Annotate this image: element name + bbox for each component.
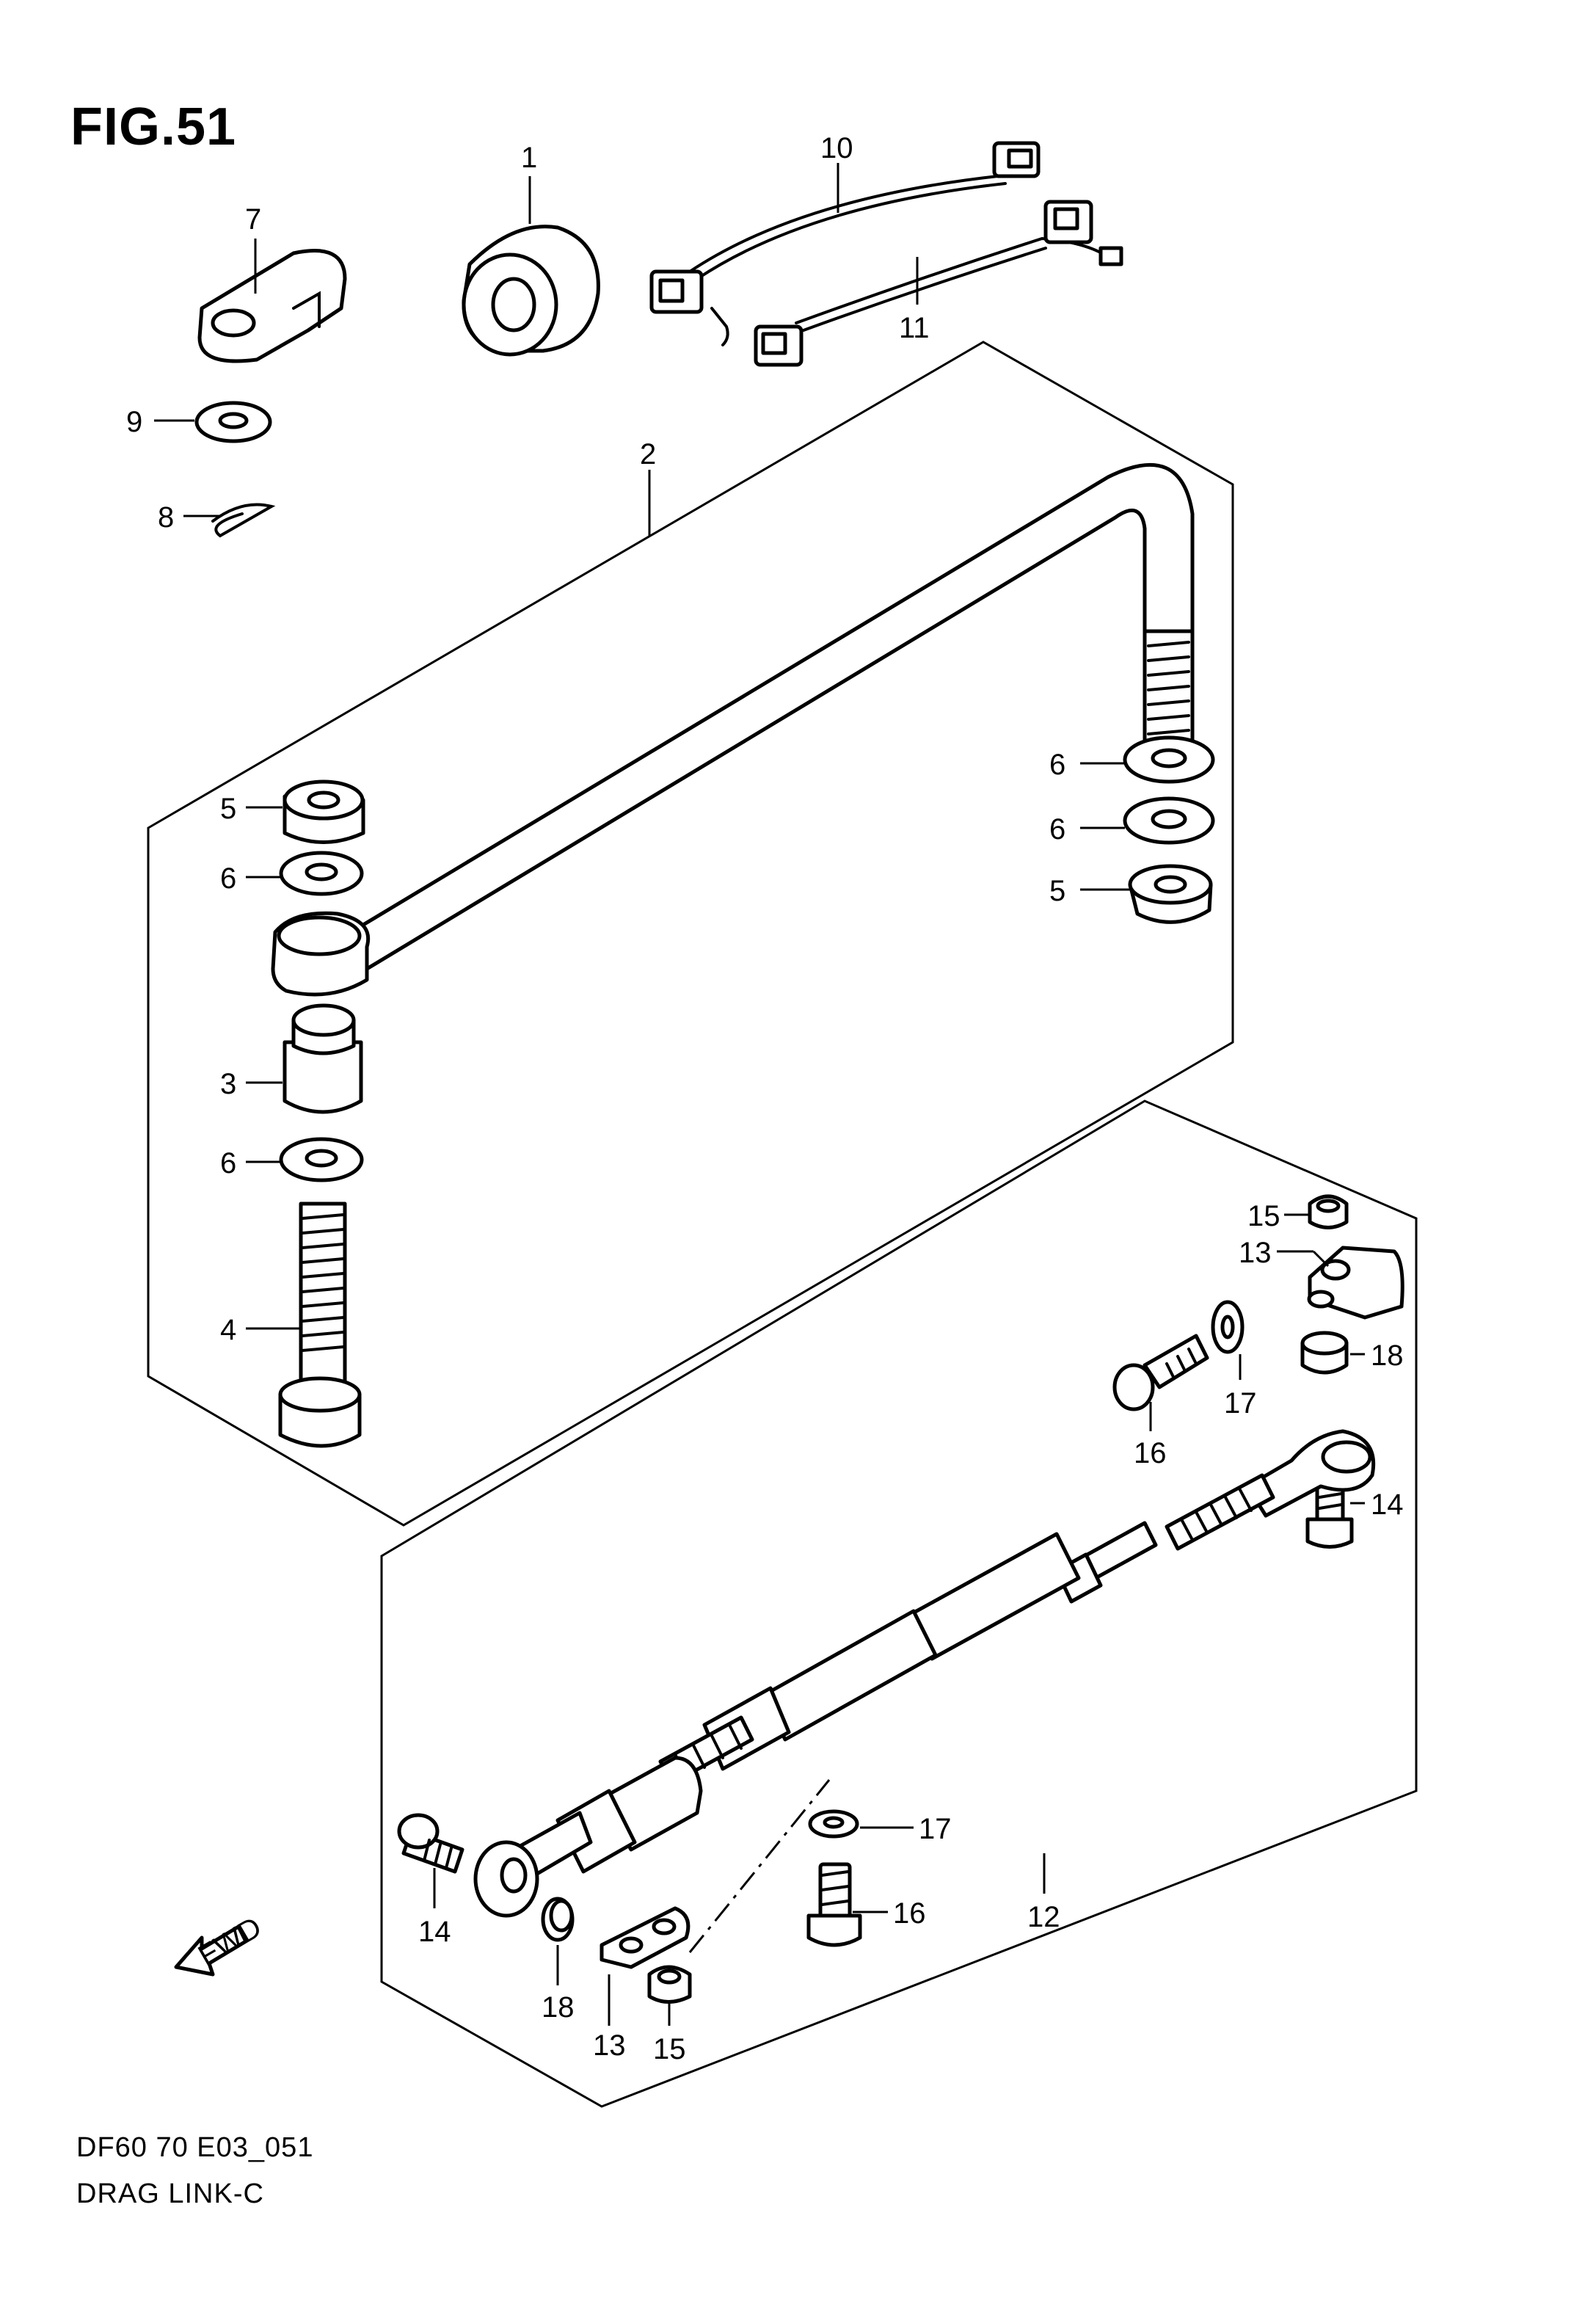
nut-part: [283, 779, 365, 844]
fwd-label: FWD: [193, 1911, 267, 1973]
grommet-part: [462, 225, 600, 357]
lower-assembly-outline: [380, 1099, 1418, 2108]
callout-9: 9: [126, 406, 142, 438]
washer-part: [279, 851, 364, 896]
drag-link-bar-part: [271, 462, 1195, 997]
callout-labels: 1 2 3 4 5 5 6 6 6 6 7 8 9 10 11 12 13 13…: [126, 132, 1404, 2065]
callout-5: 5: [1049, 875, 1065, 907]
callout-8: 8: [158, 501, 174, 534]
cotter-pin-part: [211, 503, 276, 538]
callout-14: 14: [1371, 1488, 1404, 1521]
callout-4: 4: [220, 1314, 236, 1346]
callout-16: 16: [1134, 1437, 1167, 1469]
bushing-part: [1300, 1331, 1349, 1375]
callout-18: 18: [1371, 1339, 1404, 1372]
callout-6: 6: [220, 1147, 236, 1179]
wiring-harness-part: [649, 141, 1041, 346]
callout-11: 11: [899, 312, 930, 344]
callout-16: 16: [893, 1897, 926, 1930]
callout-15: 15: [653, 2033, 686, 2065]
bushing-part: [541, 1897, 575, 1942]
callout-1: 1: [521, 142, 537, 174]
collar-part: [283, 1003, 363, 1114]
bolt-part: [1112, 1334, 1209, 1411]
lock-nut-part: [1308, 1194, 1349, 1229]
upper-assembly-outline: [147, 341, 1234, 1527]
fwd-arrow-icon: FWD: [174, 1911, 267, 1977]
nut-part: [1128, 864, 1213, 924]
callout-18: 18: [542, 1991, 575, 2024]
bolt-part: [278, 1202, 362, 1448]
leader-lines: [154, 163, 1365, 2026]
callout-7: 7: [245, 203, 261, 236]
callout-13: 13: [1239, 1237, 1272, 1269]
callout-10: 10: [820, 132, 853, 164]
callout-17: 17: [1224, 1387, 1257, 1419]
callout-6: 6: [1049, 749, 1065, 781]
washer-part: [1123, 735, 1215, 784]
callout-12: 12: [1027, 1901, 1060, 1933]
callout-14: 14: [418, 1916, 451, 1948]
clamp-bracket-part: [197, 249, 347, 363]
callout-2: 2: [640, 438, 656, 470]
callout-5: 5: [220, 793, 236, 825]
callout-6: 6: [1049, 813, 1065, 846]
bolt-part: [397, 1813, 464, 1874]
washer-part: [279, 1137, 364, 1182]
washer-part: [1211, 1300, 1245, 1354]
figure-name: DRAG LINK-C: [76, 2178, 264, 2209]
steering-cable-part: [473, 1429, 1376, 1918]
mounting-bracket-part: [1307, 1246, 1404, 1320]
washer-part: [194, 401, 272, 443]
callout-17: 17: [919, 1813, 952, 1845]
bolt-part: [806, 1862, 862, 1947]
callout-15: 15: [1247, 1200, 1280, 1232]
callout-13: 13: [593, 2029, 626, 2062]
washer-part: [1123, 796, 1215, 845]
lock-nut-part: [647, 1965, 692, 2004]
extension-harness-part: [754, 200, 1123, 367]
figure-title: FIG.51: [70, 98, 237, 156]
callout-6: 6: [220, 862, 236, 895]
assembly-line: [688, 1779, 831, 1953]
mounting-bracket-part: [600, 1906, 690, 1969]
figure-code: DF60 70 E03_051: [76, 2132, 314, 2163]
callout-3: 3: [220, 1068, 236, 1100]
washer-part: [808, 1809, 859, 1839]
